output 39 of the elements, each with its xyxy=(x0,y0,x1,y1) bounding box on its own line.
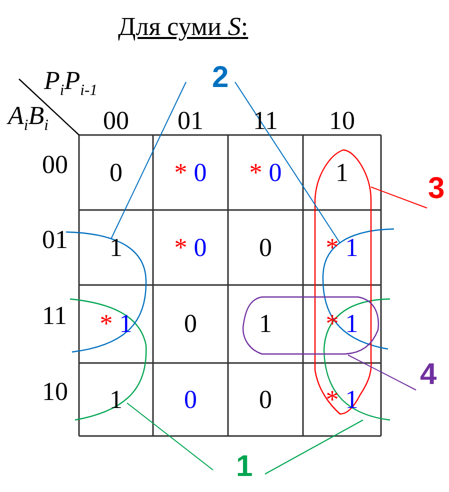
leader-line xyxy=(370,186,428,208)
cell-value: 0 xyxy=(108,160,124,186)
axis-label: P$_{i}$P$_{i-1}$ xyxy=(44,68,98,102)
leader-line xyxy=(348,354,416,390)
leader-line xyxy=(234,82,340,244)
axis-label: A$_{i}$B$_{i}$ xyxy=(8,103,48,136)
column-header: 10 xyxy=(328,108,356,134)
cell-value: 1 xyxy=(334,160,350,186)
group-number: 4 xyxy=(420,360,437,390)
cell-value: 0 xyxy=(183,386,198,412)
grouping-loop xyxy=(323,298,390,421)
grouping-loop xyxy=(322,228,394,350)
column-header: 00 xyxy=(102,108,130,134)
grouping-loop xyxy=(242,296,379,355)
row-header: 00 xyxy=(42,152,68,178)
cell-value: 0 xyxy=(258,234,273,260)
row-header: 11 xyxy=(42,303,68,329)
group-number: 3 xyxy=(428,174,445,204)
dont-care-value: * 0 xyxy=(173,234,208,260)
row-header: 01 xyxy=(42,226,68,252)
dont-care-value: * 1 xyxy=(98,311,134,337)
row-header: 10 xyxy=(42,378,68,404)
leader-line xyxy=(264,420,364,474)
dont-care-value: * 1 xyxy=(324,234,360,260)
group-number: 2 xyxy=(212,63,229,93)
grouping-loop xyxy=(314,149,372,415)
group-number: 1 xyxy=(236,452,253,482)
grouping-loop xyxy=(66,231,147,353)
leader-line xyxy=(126,402,214,470)
cell-value: 0 xyxy=(258,386,273,412)
title: Для суми S: xyxy=(118,12,248,42)
cell-value: 1 xyxy=(108,234,124,260)
cell-value: 1 xyxy=(258,311,273,337)
cell-value: 0 xyxy=(183,311,198,337)
grouping-loop xyxy=(70,298,147,421)
dont-care-value: * 0 xyxy=(248,160,283,186)
leader-line xyxy=(110,82,186,240)
column-header: 01 xyxy=(176,108,204,134)
dont-care-value: * 0 xyxy=(173,160,208,186)
